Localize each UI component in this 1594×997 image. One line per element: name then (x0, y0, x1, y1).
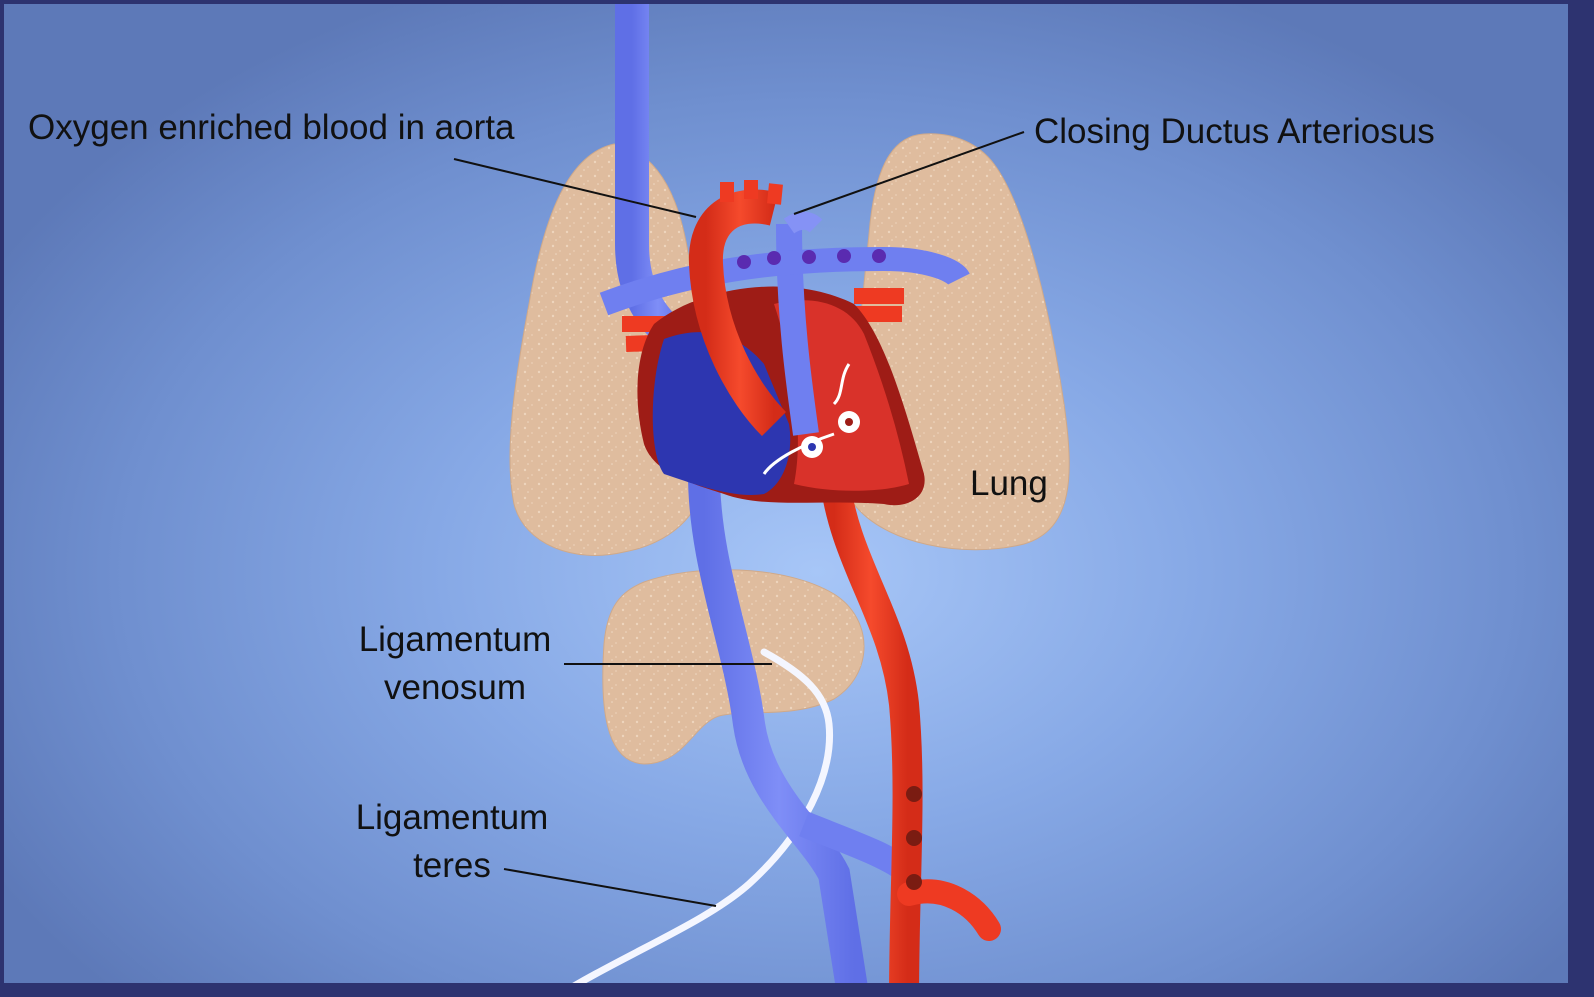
label-ligamentum-venosum-line-1: Ligamentum (359, 616, 552, 664)
coronary-opening-center (845, 418, 853, 426)
label-lung: Lung (970, 466, 1048, 501)
fetal-circulation-illustration (4, 4, 1594, 997)
label-ligamentum-teres-line-1: Ligamentum (356, 794, 549, 842)
label-ligamentum-teres: Ligamentum teres (356, 794, 549, 890)
artery-orifice-3 (906, 874, 922, 890)
label-ligamentum-venosum: Ligamentum venosum (359, 616, 552, 712)
vessel-orifice-2 (767, 251, 781, 265)
label-ligamentum-teres-line-2: teres (356, 842, 549, 890)
label-aorta: Oxygen enriched blood in aorta (28, 110, 514, 145)
vessel-orifice-3 (802, 250, 816, 264)
vessel-orifice-1 (737, 255, 751, 269)
label-ligamentum-venosum-line-2: venosum (359, 664, 552, 712)
vessel-orifice-4 (837, 249, 851, 263)
artery-orifice-2 (906, 830, 922, 846)
closing-ductus-arteriosus (789, 221, 816, 226)
iliac-branch (909, 891, 989, 929)
foramen-ovale-center (808, 443, 816, 451)
vessel-orifice-5 (872, 249, 886, 263)
label-ductus-arteriosus: Closing Ductus Arteriosus (1034, 114, 1435, 149)
artery-orifice-1 (906, 786, 922, 802)
